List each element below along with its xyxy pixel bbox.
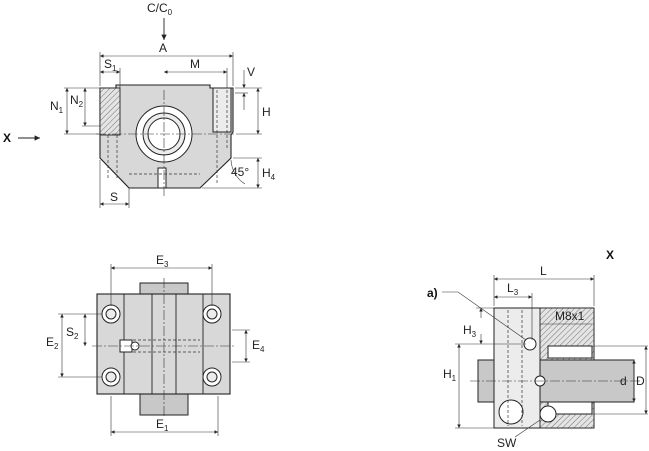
view-x-title: X bbox=[606, 248, 614, 262]
dim-E4-label: E4 bbox=[252, 338, 265, 354]
dim-E3-label: E3 bbox=[156, 253, 169, 269]
ball-rows bbox=[547, 345, 593, 415]
slot bbox=[157, 167, 167, 189]
dim-M-label: M bbox=[190, 57, 200, 71]
dim-S2-label: S2 bbox=[66, 325, 79, 341]
dim-S1-label: S1 bbox=[104, 57, 117, 73]
sw-circle bbox=[498, 399, 524, 425]
dim-N1-label: N1 bbox=[50, 99, 64, 115]
front-view: C/C0 X A S1 M bbox=[3, 1, 276, 208]
load-label: C/C0 bbox=[147, 1, 173, 17]
dim-H-label: H bbox=[262, 105, 271, 119]
dim-D-label: D bbox=[636, 374, 645, 388]
callout-a-label: a) bbox=[427, 286, 438, 300]
dim-E2-label: E2 bbox=[46, 335, 59, 351]
dim-H1-label: H1 bbox=[443, 367, 457, 383]
flange-section-left bbox=[99, 87, 121, 136]
dim-A-label: A bbox=[159, 41, 167, 55]
dim-V-label: V bbox=[247, 65, 255, 79]
thread-label: M8x1 bbox=[555, 309, 585, 323]
dim-L3-label: L3 bbox=[507, 281, 519, 297]
dim-d-label: d bbox=[620, 374, 627, 388]
view-x-arrow-label: X bbox=[3, 131, 11, 145]
callout-a-leader bbox=[442, 291, 527, 341]
dim-E1-label: E1 bbox=[156, 417, 169, 433]
flange-right bbox=[212, 87, 232, 133]
top-view: E3 S2 E2 E4 E1 bbox=[46, 253, 265, 436]
dim-L-label: L bbox=[540, 264, 547, 278]
dim-H4-label: H4 bbox=[262, 166, 276, 182]
dim-N2-label: N2 bbox=[70, 93, 84, 109]
sw-label: SW bbox=[497, 436, 517, 450]
angle-label: 45° bbox=[231, 165, 249, 179]
section-view-x: X L L3 a) M8x1 bbox=[427, 248, 648, 450]
dim-H3-label: H3 bbox=[463, 323, 477, 339]
dim-S-label: S bbox=[110, 190, 118, 204]
